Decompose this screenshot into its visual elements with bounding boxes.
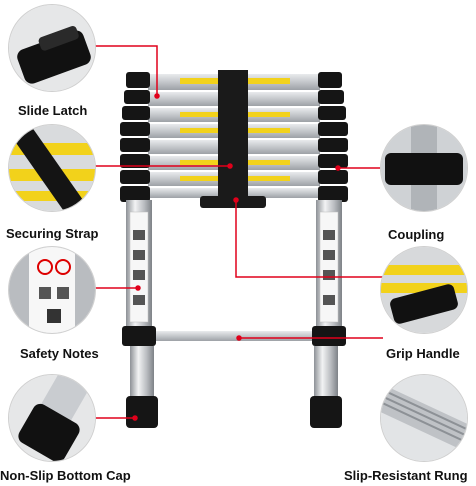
safety-notes-label: Safety Notes	[20, 346, 99, 361]
strap-icon	[9, 125, 95, 211]
securing-strap	[218, 70, 248, 202]
bottom-rung	[156, 331, 312, 341]
coupling-icon	[381, 125, 467, 211]
slip-resistant-rung-callout	[380, 374, 468, 462]
grip-handle-label: Grip Handle	[386, 346, 460, 361]
right-coupling	[312, 326, 346, 346]
securing-strap-callout	[8, 124, 96, 212]
safety-sticker-icon	[9, 247, 95, 333]
slide-latch-icon	[9, 5, 95, 91]
securing-strap-label: Securing Strap	[6, 226, 99, 241]
coupling-callout	[380, 124, 468, 212]
leader-lines	[93, 45, 383, 421]
right-safety-sticker	[319, 211, 339, 323]
slide-latch-label: Slide Latch	[18, 103, 88, 118]
right-lower-stile	[314, 346, 338, 398]
non-slip-bottom-cap-callout	[8, 374, 96, 462]
right-stile-caps	[318, 72, 348, 202]
bottom-cap-icon	[9, 375, 95, 461]
grip-handle	[200, 196, 266, 208]
safety-notes-callout	[8, 246, 96, 334]
left-safety-sticker	[129, 211, 149, 323]
grip-handle-callout	[380, 246, 468, 334]
slip-resistant-rung-label: Slip-Resistant Rung	[344, 468, 468, 483]
left-stile-caps	[120, 72, 150, 202]
left-lower-stile	[130, 346, 154, 398]
non-slip-bottom-cap-label: Non-Slip Bottom Cap	[0, 468, 131, 483]
left-coupling	[122, 326, 156, 346]
right-bottom-cap	[310, 396, 342, 428]
slide-latch-callout	[8, 4, 96, 92]
grip-handle-icon	[381, 247, 467, 333]
coupling-label: Coupling	[388, 227, 445, 242]
rung-icon	[381, 375, 467, 461]
left-bottom-cap	[126, 396, 158, 428]
